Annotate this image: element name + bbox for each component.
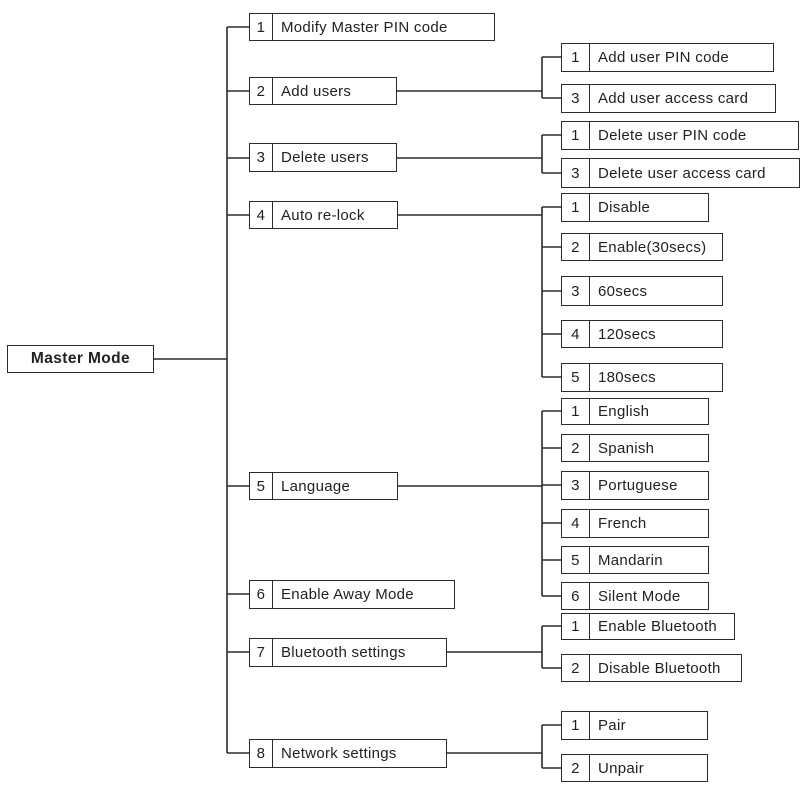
node-label: Portuguese — [598, 477, 678, 494]
node-number: 7 — [250, 639, 273, 666]
node-language-french: 4 French — [561, 509, 709, 538]
node-number: 2 — [250, 78, 273, 104]
node-label: Enable Away Mode — [281, 586, 414, 603]
node-label: Modify Master PIN code — [281, 18, 448, 36]
branch-bluetooth — [447, 625, 561, 669]
node-label: Disable Bluetooth — [598, 659, 721, 677]
node-number: 2 — [562, 435, 590, 461]
node-label: Disable — [598, 199, 651, 216]
node-autolock-60secs: 3 60secs — [561, 276, 723, 306]
node-number: 1 — [562, 399, 590, 424]
node-delete-user-access-card: 3 Delete user access card — [561, 158, 800, 188]
node-number: 1 — [562, 194, 590, 221]
branch-auto-relock — [398, 206, 561, 378]
node-add-user-pin-code: 1 Add user PIN code — [561, 43, 774, 72]
node-language-spanish: 2 Spanish — [561, 434, 709, 462]
node-number: 4 — [562, 321, 590, 347]
node-enable-bluetooth: 1 Enable Bluetooth — [561, 613, 735, 640]
node-label: Spanish — [598, 439, 655, 457]
node-number: 2 — [562, 755, 590, 781]
node-network-pair: 1 Pair — [561, 711, 708, 740]
node-number: 4 — [562, 510, 590, 537]
node-label: Add user PIN code — [598, 49, 730, 66]
node-language: 5 Language — [249, 472, 398, 500]
node-label: Auto re-lock — [281, 206, 365, 224]
node-add-users: 2 Add users — [249, 77, 397, 105]
node-label: Unpair — [598, 759, 644, 777]
node-number: 6 — [250, 581, 273, 608]
node-label: English — [598, 403, 650, 420]
node-autolock-180secs: 5 180secs — [561, 363, 723, 392]
node-label: Enable Bluetooth — [598, 618, 718, 635]
node-autolock-120secs: 4 120secs — [561, 320, 723, 348]
node-master-mode: Master Mode — [7, 345, 154, 373]
node-auto-relock: 4 Auto re-lock — [249, 201, 398, 229]
node-autolock-disable: 1 Disable — [561, 193, 709, 222]
node-language-english: 1 English — [561, 398, 709, 425]
node-number: 2 — [562, 655, 590, 681]
node-number: 8 — [250, 740, 273, 767]
node-delete-user-pin-code: 1 Delete user PIN code — [561, 121, 799, 150]
node-autolock-enable-30secs: 2 Enable(30secs) — [561, 233, 723, 261]
node-label: 180secs — [598, 369, 656, 386]
node-number: 1 — [250, 14, 273, 40]
node-delete-users: 3 Delete users — [249, 143, 397, 172]
node-label: Delete user PIN code — [598, 127, 747, 144]
node-label: Bluetooth settings — [281, 644, 406, 661]
node-number: 1 — [562, 122, 590, 149]
node-number: 3 — [562, 159, 590, 187]
node-number: 3 — [250, 144, 273, 171]
node-modify-master-pin-code: 1 Modify Master PIN code — [249, 13, 495, 41]
node-language-silent-mode: 6 Silent Mode — [561, 582, 709, 610]
node-label: 60secs — [598, 282, 648, 300]
node-number: 2 — [562, 234, 590, 260]
node-number: 3 — [562, 472, 590, 499]
node-number: 4 — [250, 202, 273, 228]
node-disable-bluetooth: 2 Disable Bluetooth — [561, 654, 742, 682]
node-language-portuguese: 3 Portuguese — [561, 471, 709, 500]
node-number: 6 — [562, 583, 590, 609]
node-label: Pair — [598, 717, 626, 734]
node-label: Add users — [281, 82, 352, 100]
node-language-mandarin: 5 Mandarin — [561, 546, 709, 574]
node-label: French — [598, 515, 647, 532]
node-number: 3 — [562, 277, 590, 305]
node-number: 1 — [562, 712, 590, 739]
node-label: Language — [281, 477, 351, 495]
node-label: Add user access card — [598, 90, 749, 107]
node-label: Enable(30secs) — [598, 238, 707, 256]
branch-delete-users — [397, 134, 561, 174]
node-label: Delete users — [281, 149, 369, 166]
node-network-settings: 8 Network settings — [249, 739, 447, 768]
node-label: Network settings — [281, 745, 397, 762]
node-label: Silent Mode — [598, 587, 681, 605]
node-label: Delete user access card — [598, 164, 766, 182]
node-add-user-access-card: 3 Add user access card — [561, 84, 776, 113]
node-number: 1 — [562, 614, 590, 639]
node-bluetooth-settings: 7 Bluetooth settings — [249, 638, 447, 667]
branch-add-users — [397, 56, 561, 99]
node-network-unpair: 2 Unpair — [561, 754, 708, 782]
branch-network — [447, 724, 561, 769]
node-number: 5 — [250, 473, 273, 499]
node-number: 5 — [562, 547, 590, 573]
node-number: 3 — [562, 85, 590, 112]
trunk-stubs — [227, 26, 249, 754]
node-label: 120secs — [598, 325, 656, 343]
node-label: Mandarin — [598, 551, 663, 569]
node-number: 1 — [562, 44, 590, 71]
node-number: 5 — [562, 364, 590, 391]
node-enable-away-mode: 6 Enable Away Mode — [249, 580, 455, 609]
node-label: Master Mode — [30, 350, 131, 367]
branch-language — [398, 410, 561, 597]
